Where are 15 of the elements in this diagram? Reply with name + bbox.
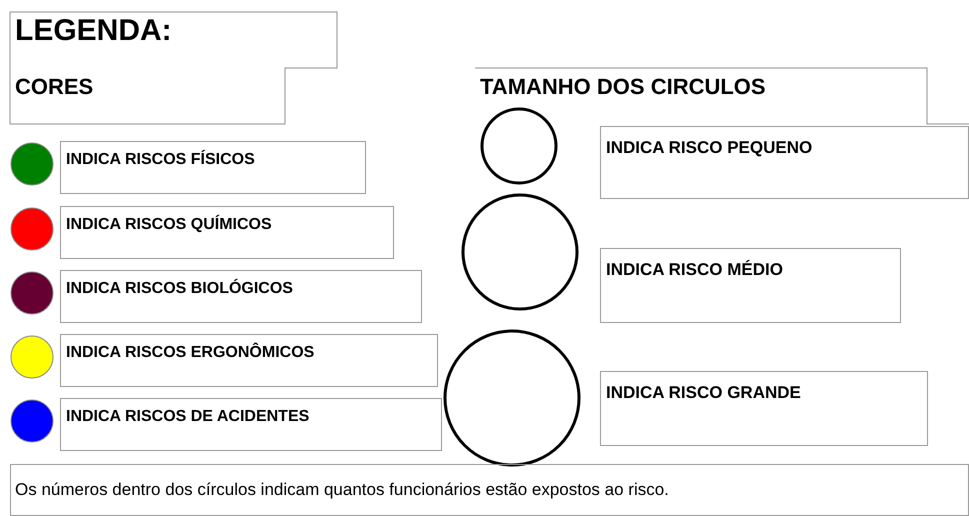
legend-text-box: INDICA RISCO MÉDIO	[600, 248, 901, 323]
legend-text-box: INDICA RISCO PEQUENO	[600, 126, 969, 199]
note-box: Os números dentro dos círculos indicam quantos funcionários estão expostos ao risco.	[10, 464, 969, 516]
size-circle	[444, 330, 580, 466]
legend-text-box: INDICA RISCOS BIOLÓGICOS	[60, 270, 422, 323]
legend-text-box: INDICA RISCOS ERGONÔMICOS	[60, 334, 438, 387]
legend-text-box: INDICA RISCOS FÍSICOS	[60, 141, 366, 194]
section-heading: TAMANHO DOS CIRCULOS	[480, 76, 766, 98]
size-circle	[480, 108, 558, 184]
legend-title: LEGENDA:	[15, 16, 172, 46]
size-circle	[462, 194, 578, 310]
section-heading: CORES	[15, 76, 94, 98]
legend-text-box: INDICA RISCOS DE ACIDENTES	[60, 398, 442, 451]
legend-text-box: INDICA RISCO GRANDE	[600, 371, 928, 446]
legend-text-box: INDICA RISCOS QUÍMICOS	[60, 206, 394, 259]
